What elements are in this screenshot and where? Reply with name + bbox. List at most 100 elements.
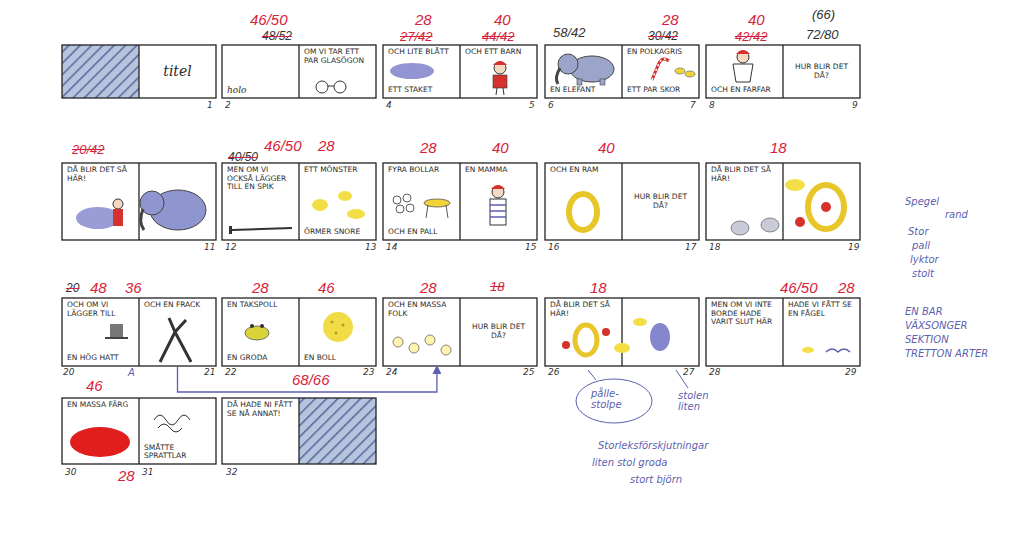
page-text: EN MASSA FÄRG	[66, 401, 135, 410]
page-node: SMÅTTE SPRATTLAR	[139, 398, 216, 464]
page-node: EN MASSA FÄRG	[62, 398, 139, 464]
page-count-note: 28	[420, 280, 437, 297]
page-node: EN POLKAGRIS ETT PAR SKOR	[622, 45, 699, 98]
page-count-note: 46/50	[250, 12, 288, 29]
page-text: DÅ HADE NI FÅTT SE NÅ ANNAT!	[226, 401, 295, 418]
page-count-note: 46	[318, 280, 335, 297]
page-node: EN MAMMA	[460, 163, 537, 240]
page-number: 26	[548, 368, 559, 378]
page-text: OCH OM VI LÄGGER TILL	[66, 301, 135, 318]
page-node: HADE VI FÅTT SE EN FÅGEL	[783, 298, 860, 366]
page-text: HUR BLIR DET DÅ?	[626, 193, 695, 210]
page-count-note: 20	[66, 282, 79, 295]
page-count-note: 48/52	[262, 30, 292, 43]
page-count-note: 40	[748, 12, 765, 29]
page-number: 1	[207, 101, 213, 111]
page-count-note: 36	[125, 280, 142, 297]
page-number: 22	[225, 368, 236, 378]
page-text: holo	[226, 85, 295, 95]
page-text: OCH EN FARFAR	[710, 86, 779, 95]
page-text: HUR BLIR DET DÅ?	[787, 63, 856, 80]
page-node: OCH EN MASSA FOLK	[383, 298, 460, 366]
page-text: MEN OM VI OCKSÅ LÄGGER TILL EN SPIK	[226, 166, 295, 192]
page-number: 24	[386, 368, 397, 378]
page-node: EN BOLL	[299, 298, 376, 366]
page-node: DÅ BLIR DET SÅ HÄR!	[706, 163, 783, 240]
page-count-note: 30/42	[648, 30, 678, 43]
page-count-note: 28	[420, 140, 437, 157]
page-node: DÅ BLIR DET SÅ HÄR!	[545, 298, 622, 366]
page-node: HUR BLIR DET DÅ?	[460, 298, 537, 366]
page-number: 32	[226, 468, 237, 478]
page-number: 18	[709, 243, 720, 253]
page-node: holo	[222, 45, 299, 98]
page-node: ETT MÖNSTER ÖRMER SNORE	[299, 163, 376, 240]
page-number: 21	[204, 368, 215, 378]
page-count-note: 18	[490, 280, 504, 294]
handwritten-note: TRETTON ARTER	[905, 348, 988, 359]
page-text: ÖRMER SNORE	[303, 228, 372, 237]
page-number: 12	[225, 243, 236, 253]
page-text: ETT MÖNSTER	[303, 166, 372, 175]
page-number: 19	[848, 243, 859, 253]
page-text: ETT PAR SKOR	[626, 86, 695, 95]
page-node: OCH EN RAM	[545, 163, 622, 240]
handwritten-note: stolen liten	[678, 390, 722, 412]
page-number: 9	[852, 101, 858, 111]
page-count-note: 58/42	[553, 26, 586, 40]
page-count-note: 48	[90, 280, 107, 297]
page-node: DÅ BLIR DET SÅ HÄR!	[62, 163, 139, 240]
page-text: EN MAMMA	[464, 166, 533, 175]
page-text: EN BOLL	[303, 354, 372, 363]
page-number: 17	[685, 243, 696, 253]
page-text: OM VI TAR ETT PAR GLASÖGON	[303, 48, 372, 65]
page-text: EN POLKAGRIS	[626, 48, 695, 57]
handwritten-note: rand	[945, 209, 968, 220]
page-number: 20	[63, 368, 74, 378]
page-count-note: 46	[86, 378, 103, 395]
page-number: 25	[523, 368, 534, 378]
page-count-note: 28	[252, 280, 269, 297]
page-number: 31	[142, 468, 153, 478]
handwritten-note: Stor	[908, 226, 929, 237]
page-count-note: 28	[415, 12, 432, 29]
page-count-note: 44/42	[482, 30, 515, 44]
page-number: 4	[386, 101, 392, 111]
connector-arrow	[178, 366, 437, 392]
page-text: OCH LITE BLÅTT	[387, 48, 456, 57]
page-number: 6	[548, 101, 554, 111]
page-node: FYRA BOLLAROCH EN PALL	[383, 163, 460, 240]
page-node: MEN OM VI OCKSÅ LÄGGER TILL EN SPIK	[222, 163, 299, 240]
page-text: DÅ BLIR DET SÅ HÄR!	[710, 166, 779, 183]
page-text: OCH EN RAM	[549, 166, 618, 175]
page-count-note: 46/50	[780, 280, 818, 297]
page-count-note: 46/50	[264, 138, 302, 155]
page-number: 14	[386, 243, 397, 253]
page-count-note: 28	[662, 12, 679, 29]
page-number: 7	[690, 101, 696, 111]
page-node: HUR BLIR DET DÅ?	[783, 45, 860, 98]
page-text: OCH ETT BARN	[464, 48, 533, 57]
page-text: OCH EN FRACK	[143, 301, 212, 310]
handwritten-note: VÄXSONGER	[905, 320, 968, 331]
handwritten-note: pålle-stolpe	[591, 388, 637, 410]
page-node: titel	[139, 45, 216, 98]
page-count-note: 28	[838, 280, 855, 297]
page-count-note: 18	[770, 140, 787, 157]
page-count-note: 18	[590, 280, 607, 297]
handwritten-note: stolt	[912, 268, 934, 279]
page-count-note: 28	[118, 468, 135, 485]
page-text: DÅ BLIR DET SÅ HÄR!	[549, 301, 618, 318]
page-node: OCH ETT BARN	[460, 45, 537, 98]
page-node: OCH OM VI LÄGGER TILLEN HÖG HATT	[62, 298, 139, 366]
page-count-note: 40	[494, 12, 511, 29]
page-node: EN ELEFANT	[545, 45, 622, 98]
page-text: OCH EN MASSA FOLK	[387, 301, 456, 318]
page-node: DÅ HADE NI FÅTT SE NÅ ANNAT!	[222, 398, 299, 464]
page-number: 29	[845, 368, 856, 378]
handwritten-note: Storleksförskjutningar	[598, 440, 708, 451]
page-count-note: (66)	[812, 8, 835, 22]
page-text: ETT STAKET	[387, 86, 456, 95]
page-text: DÅ BLIR DET SÅ HÄR!	[66, 166, 135, 183]
